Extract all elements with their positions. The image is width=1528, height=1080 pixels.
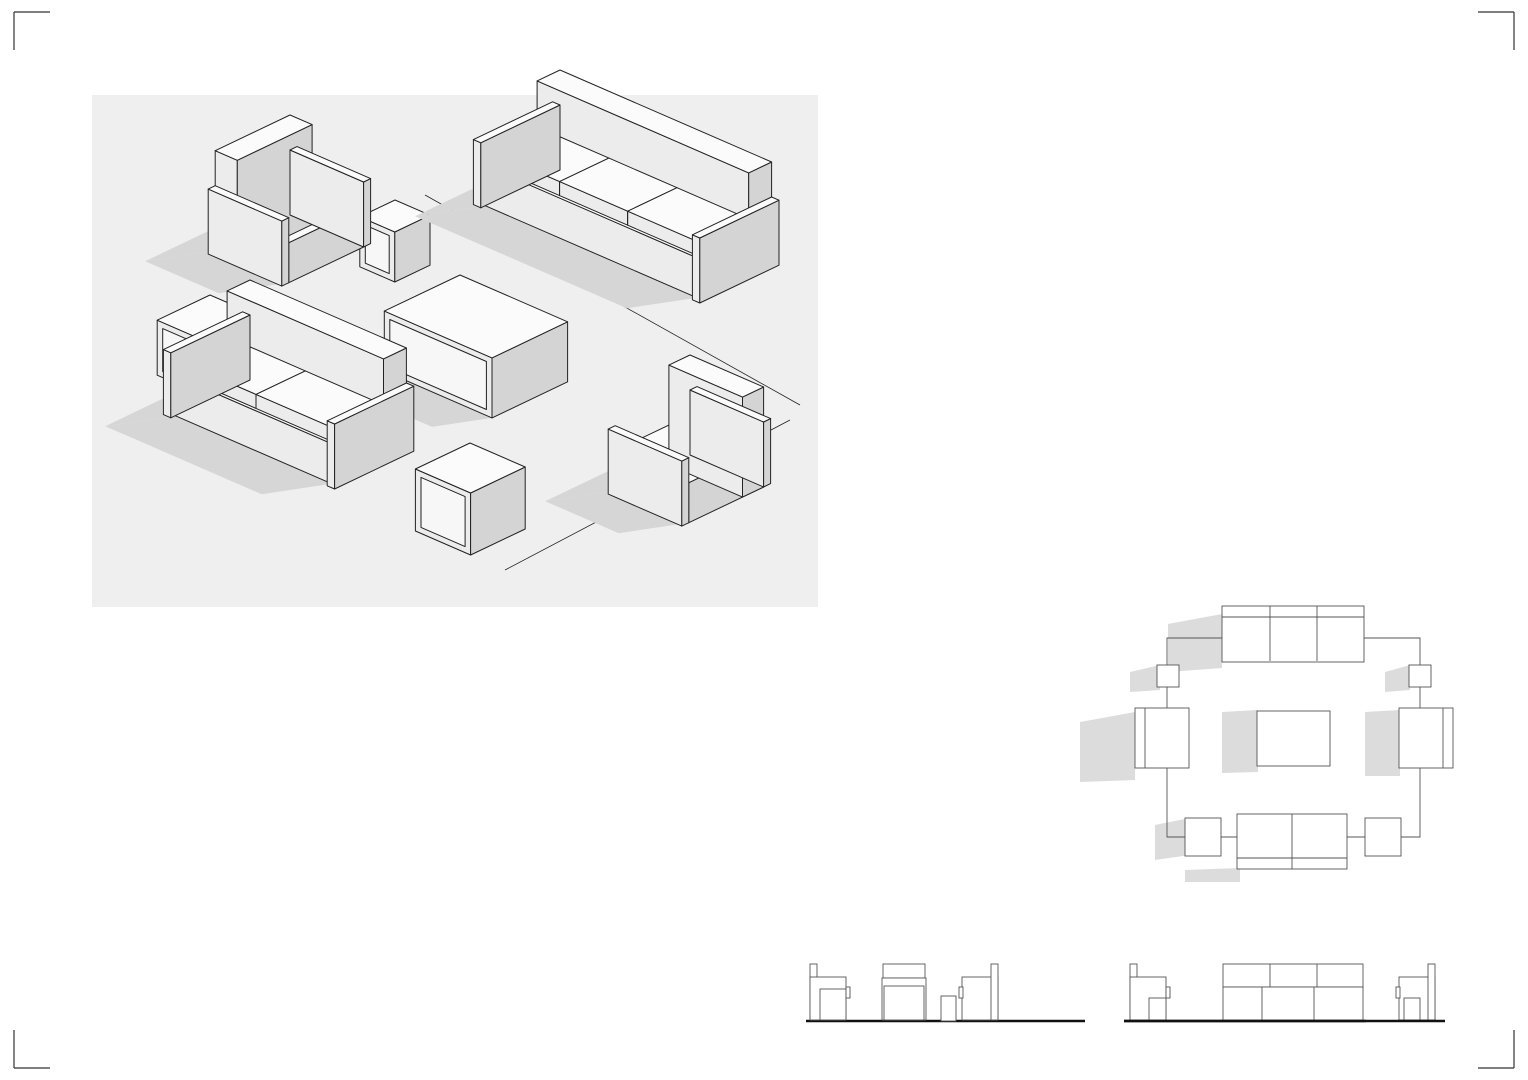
armchair-arm-top — [689, 386, 772, 423]
three-seat-sofa-arm-face — [691, 234, 701, 304]
armchair-back-top — [668, 354, 765, 398]
armchair-back-top — [214, 114, 313, 161]
coffee-table-opening — [389, 319, 487, 410]
three-seat-sofa-arm-top — [691, 196, 780, 239]
side-table-top — [359, 199, 431, 233]
armchair-arm-face — [681, 457, 690, 527]
crop-marks — [13, 11, 1515, 1069]
loveseat-back-top — [226, 279, 407, 360]
armchair-arm-face — [281, 217, 290, 287]
side-table-opening — [420, 476, 466, 548]
armchair-arm-top — [289, 146, 372, 183]
armchair-arm-face — [363, 178, 372, 248]
plan-view — [1080, 605, 1454, 882]
shadow — [545, 490, 689, 534]
loveseat-arm-face — [162, 349, 172, 419]
three-seat-sofa-arm-top — [472, 101, 561, 144]
loveseat-arm-top — [326, 382, 415, 425]
coffee-table-top — [383, 274, 569, 359]
armchair-arm-top — [607, 425, 690, 462]
side-elevations — [1124, 963, 1445, 1023]
shadow — [415, 205, 697, 309]
armchair-arm-top — [207, 185, 290, 222]
isometric-view — [105, 69, 801, 571]
three-seat-sofa-arm-face — [472, 139, 482, 209]
loveseat-arm-top — [162, 311, 251, 354]
side-table-top — [414, 442, 526, 494]
shadow — [105, 415, 332, 495]
loveseat-arm-face — [326, 420, 336, 490]
three-seat-sofa-back-top — [536, 69, 773, 174]
armchair-arm-face — [763, 418, 772, 488]
